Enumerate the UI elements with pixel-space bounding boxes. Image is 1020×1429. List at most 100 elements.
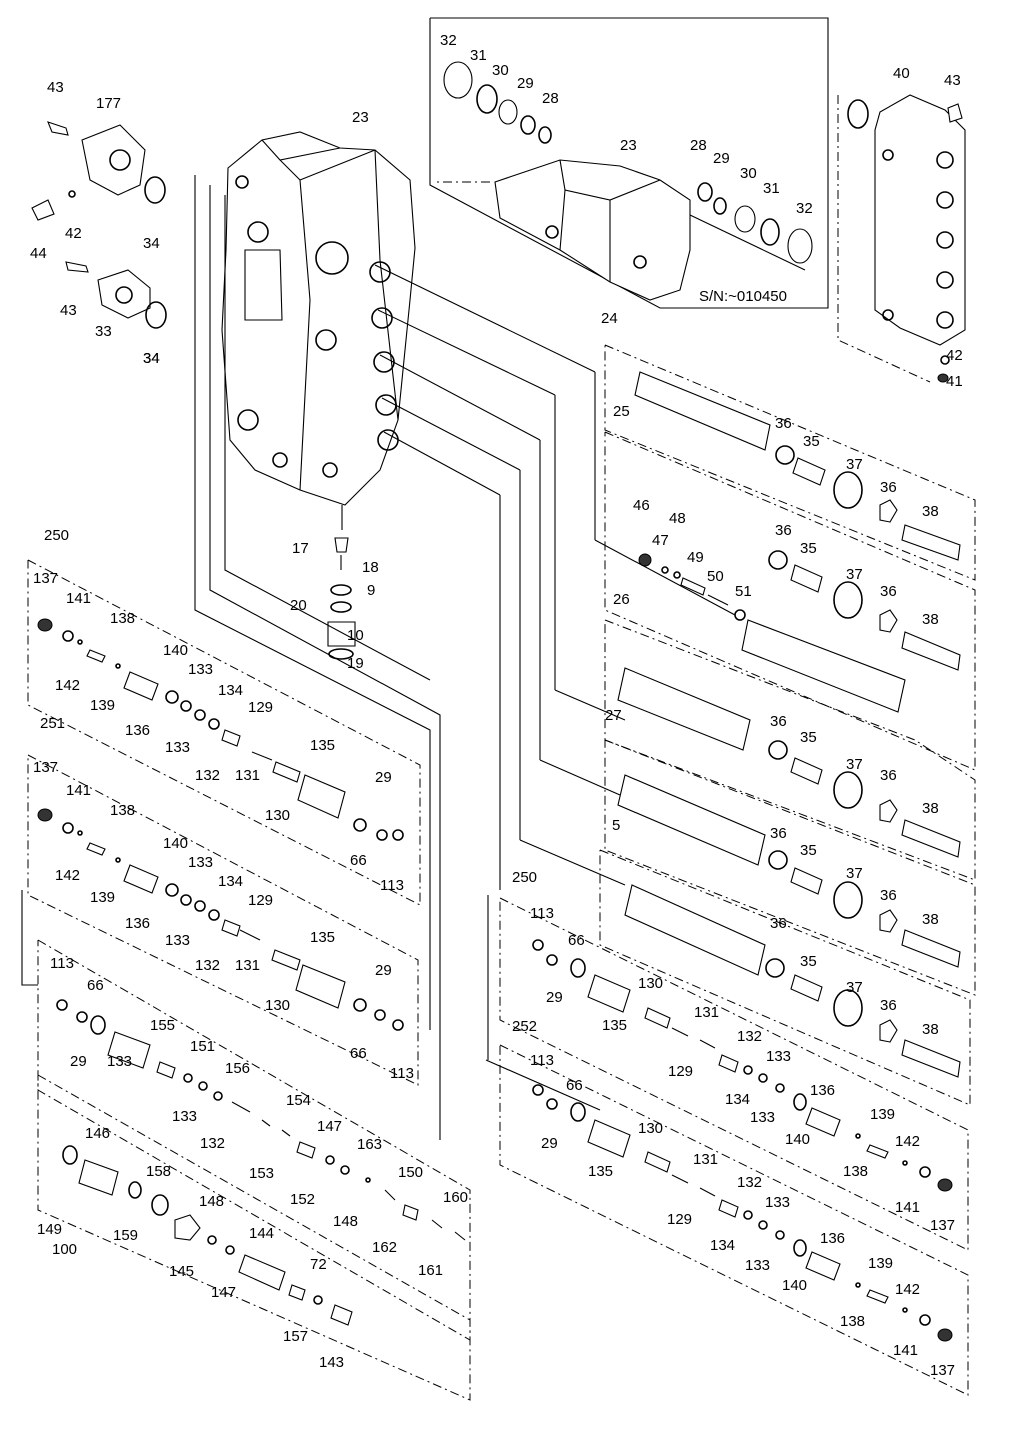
- flange-parts: [31, 121, 167, 329]
- part-number-label: 29: [546, 989, 563, 1006]
- part-number-label: 137: [930, 1217, 955, 1234]
- part-number-label: 29: [517, 75, 534, 92]
- part-number-label: 130: [265, 807, 290, 824]
- part-number-label: 28: [542, 90, 559, 107]
- part-number-label: 135: [310, 929, 335, 946]
- part-number-label: 134: [725, 1091, 750, 1108]
- part-number-label: 156: [225, 1060, 250, 1077]
- part-number-label: 36: [770, 915, 787, 932]
- part-number-label: 23: [352, 109, 369, 126]
- part-number-label: 66: [566, 1077, 583, 1094]
- part-number-label: 142: [55, 867, 80, 884]
- part-number-label: 41: [946, 373, 963, 390]
- sn-inset-box: S/N:~010450: [429, 17, 829, 309]
- part-number-label: 37: [846, 456, 863, 473]
- part-number-label: 132: [737, 1028, 762, 1045]
- part-number-label: 138: [110, 610, 135, 627]
- part-number-label: 29: [375, 769, 392, 786]
- part-number-label: 132: [737, 1174, 762, 1191]
- part-number-label: 113: [530, 905, 554, 922]
- part-number-label: 29: [541, 1135, 558, 1152]
- spool-assemblies: [599, 344, 976, 1106]
- part-number-label: 43: [60, 302, 77, 319]
- part-number-label: 51: [735, 583, 752, 600]
- part-number-label: 5: [612, 817, 620, 834]
- part-number-label: 139: [870, 1106, 895, 1123]
- spool-row-26: [617, 667, 961, 858]
- part-number-label: 140: [785, 1131, 810, 1148]
- part-number-label: 130: [638, 1120, 663, 1137]
- part-number-label: 148: [199, 1193, 224, 1210]
- part-number-label: 139: [868, 1255, 893, 1272]
- part-number-label: 161: [418, 1262, 443, 1279]
- part-number-label: 141: [893, 1342, 918, 1359]
- part-number-label: 47: [652, 532, 669, 549]
- center-parts: [327, 537, 356, 660]
- part-number-label: 136: [125, 722, 150, 739]
- part-number-label: 133: [750, 1109, 775, 1126]
- spool-row-27: [617, 774, 961, 968]
- part-number-label: 42: [946, 347, 963, 364]
- part-number-label: 113: [380, 877, 404, 894]
- part-number-label: 132: [195, 767, 220, 784]
- part-number-label: 37: [846, 979, 863, 996]
- part-number-label: 36: [880, 583, 897, 600]
- part-number-label: 113: [390, 1065, 414, 1082]
- part-number-label: 155: [150, 1017, 175, 1034]
- part-number-label: 36: [880, 479, 897, 496]
- part-number-label: 133: [107, 1053, 132, 1070]
- part-number-label: 148: [333, 1213, 358, 1230]
- part-number-label: 129: [248, 699, 273, 716]
- part-number-label: 143: [319, 1354, 344, 1371]
- part-number-label: 133: [172, 1108, 197, 1125]
- part-number-label: 30: [740, 165, 757, 182]
- part-number-label: 37: [846, 756, 863, 773]
- part-number-label: 159: [113, 1227, 138, 1244]
- part-number-label: 129: [668, 1063, 693, 1080]
- part-number-label: 113: [530, 1052, 554, 1069]
- part-number-label: 141: [66, 782, 91, 799]
- part-number-label: 149: [37, 1221, 62, 1238]
- spool-row-5: [624, 884, 961, 1078]
- part-number-label: 133: [165, 932, 190, 949]
- part-number-label: 36: [775, 522, 792, 539]
- part-number-label: 100: [52, 1241, 77, 1258]
- part-number-label: 250: [512, 869, 537, 886]
- part-number-label: 18: [362, 559, 379, 576]
- part-number-label: 140: [163, 835, 188, 852]
- part-number-label: 136: [810, 1082, 835, 1099]
- part-number-label: 19: [347, 655, 364, 672]
- part-number-label: 35: [800, 842, 817, 859]
- part-number-label: 144: [249, 1225, 274, 1242]
- part-number-label: 160: [443, 1189, 468, 1206]
- part-number-label: 29: [70, 1053, 87, 1070]
- part-number-label: 38: [922, 800, 939, 817]
- part-number-label: 140: [163, 642, 188, 659]
- part-number-label: 137: [33, 759, 58, 776]
- part-number-label: 150: [398, 1164, 423, 1181]
- part-number-label: 147: [211, 1284, 236, 1301]
- part-number-label: 29: [375, 962, 392, 979]
- part-number-label: 133: [188, 854, 213, 871]
- part-number-label: 32: [796, 200, 813, 217]
- part-number-label: 37: [846, 566, 863, 583]
- part-number-label: 24: [601, 310, 618, 327]
- part-number-label: 34: [143, 350, 160, 367]
- part-number-label: 133: [766, 1048, 791, 1065]
- part-number-label: 136: [125, 915, 150, 932]
- part-number-label: 130: [638, 975, 663, 992]
- part-number-label: 36: [880, 997, 897, 1014]
- part-number-label: 36: [770, 713, 787, 730]
- part-number-label: 152: [290, 1191, 315, 1208]
- part-number-label: 48: [669, 510, 686, 527]
- main-valve-body: [221, 131, 416, 506]
- part-number-label: 151: [190, 1038, 215, 1055]
- part-number-label: 36: [775, 415, 792, 432]
- part-number-label: 44: [30, 245, 47, 262]
- part-number-label: 66: [87, 977, 104, 994]
- part-number-label: 50: [707, 568, 724, 585]
- part-number-label: 131: [693, 1151, 718, 1168]
- part-number-label: 37: [846, 865, 863, 882]
- part-number-label: 131: [235, 767, 260, 784]
- part-number-label: 251: [40, 715, 65, 732]
